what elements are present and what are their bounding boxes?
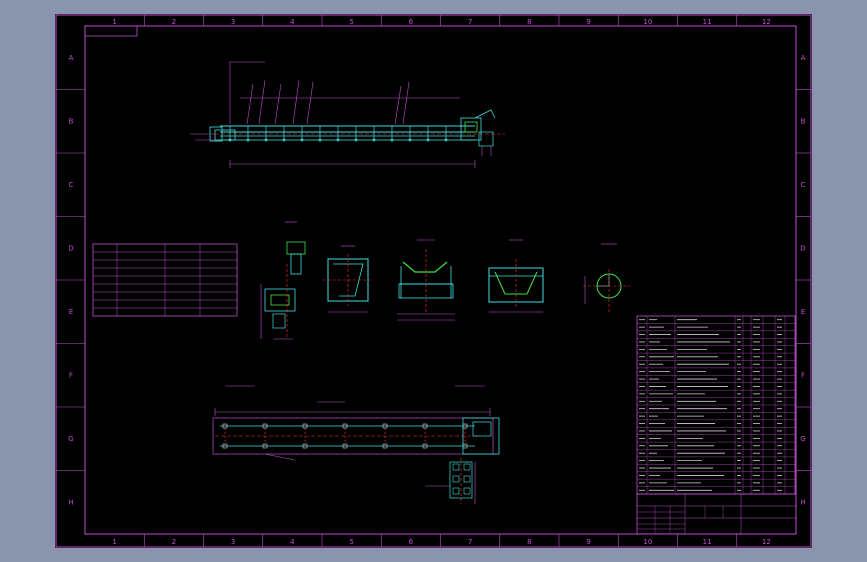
column-label-top: 5 [349, 18, 353, 26]
column-label-top: 9 [586, 18, 590, 26]
column-label-bottom: 4 [290, 538, 295, 546]
row-label-left: C [69, 181, 74, 189]
column-label-bottom: 3 [231, 538, 235, 546]
column-label-top: 12 [762, 18, 771, 26]
bill-of-materials [636, 315, 796, 495]
column-label-top: 2 [172, 18, 176, 26]
column-label-bottom: 2 [172, 538, 176, 546]
row-label-right: A [801, 54, 806, 62]
inner-border [84, 25, 797, 535]
column-label-bottom: 10 [643, 538, 652, 546]
plan-view [212, 385, 500, 504]
row-label-left: A [69, 54, 74, 62]
column-label-bottom: 12 [762, 538, 771, 546]
column-label-bottom: 11 [703, 538, 712, 546]
column-label-bottom: 7 [468, 538, 472, 546]
outer-border [55, 14, 812, 548]
column-label-bottom: 8 [527, 538, 531, 546]
row-ticks: A A B B C C D D E E F F G G H H [56, 54, 811, 506]
column-label-top: 4 [290, 18, 295, 26]
column-label-bottom: 1 [112, 538, 116, 546]
column-label-bottom: 9 [586, 538, 590, 546]
column-label-top: 3 [231, 18, 235, 26]
idler-detail-view [397, 239, 455, 321]
row-label-right: B [801, 117, 806, 125]
drive-detail-view [260, 221, 306, 340]
row-label-right: E [801, 308, 805, 316]
corner-box [85, 26, 138, 37]
row-label-left: H [68, 498, 73, 506]
column-label-top: 1 [112, 18, 116, 26]
row-label-left: F [69, 371, 73, 379]
column-label-top: 10 [643, 18, 652, 26]
hopper-detail-view [323, 245, 373, 313]
column-label-top: 11 [703, 18, 712, 26]
column-label-bottom: 5 [349, 538, 353, 546]
elevation-view [190, 61, 505, 168]
row-label-right: G [800, 435, 805, 443]
row-label-right: D [800, 244, 805, 252]
title-block [636, 493, 797, 535]
column-label-bottom: 6 [409, 538, 414, 546]
row-label-left: D [68, 244, 73, 252]
row-label-left: G [68, 435, 73, 443]
row-label-right: F [801, 371, 805, 379]
cross-section-view [488, 239, 544, 313]
row-label-right: C [801, 181, 806, 189]
row-label-right: H [800, 498, 805, 506]
column-label-top: 8 [527, 18, 531, 26]
pulley-detail-view [583, 243, 630, 314]
row-label-left: B [69, 117, 74, 125]
parameter-table [92, 243, 238, 317]
column-label-top: 6 [409, 18, 414, 26]
column-label-top: 7 [468, 18, 472, 26]
row-label-left: E [69, 308, 73, 316]
